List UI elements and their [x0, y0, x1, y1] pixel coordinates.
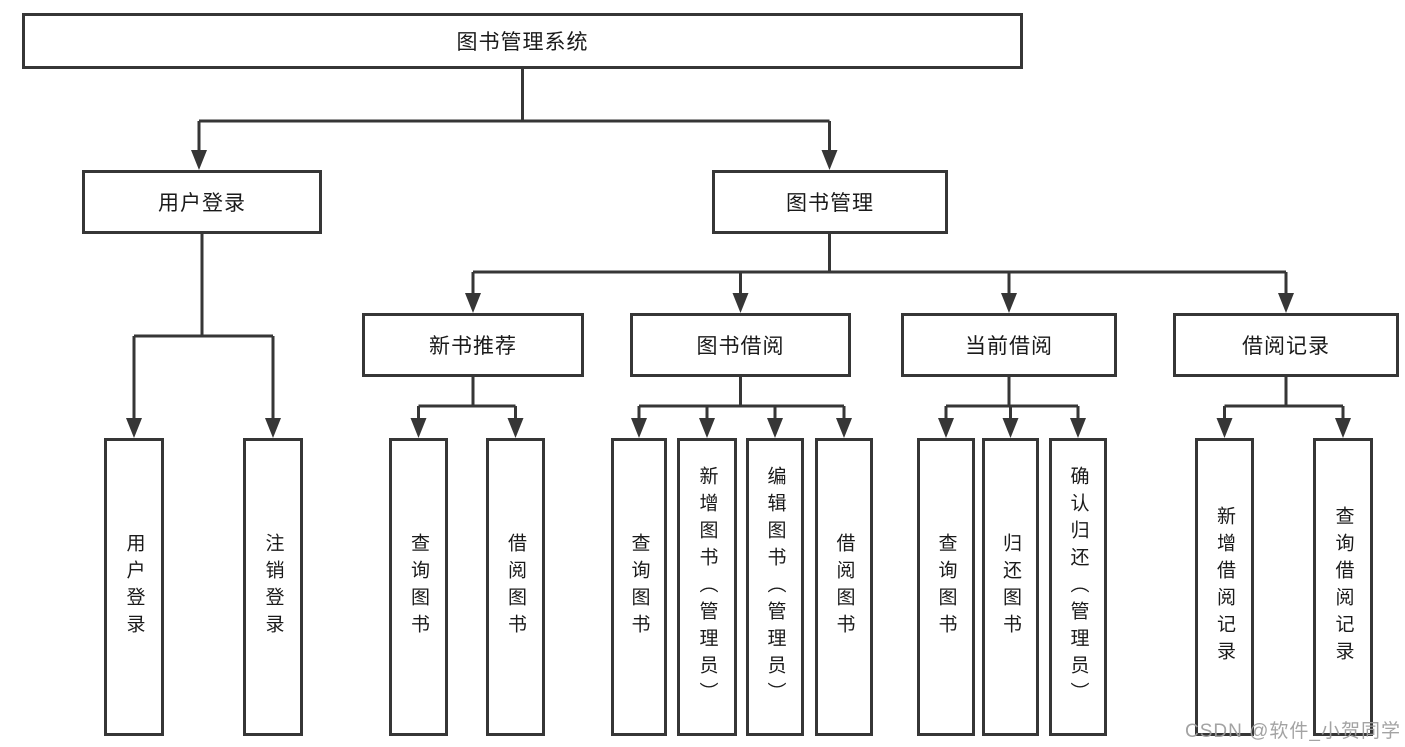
leaf-add-borrow-record: 新增借阅记录 — [1195, 438, 1254, 736]
leaf-borrow-books: 借阅图书 — [815, 438, 873, 736]
leaf-logout: 注销登录 — [243, 438, 303, 736]
leaf-add-books-admin: 新增图书（管理员） — [677, 438, 737, 736]
connector-bookmgmt-to-level3 — [471, 233, 1288, 299]
node-borrow-records: 借阅记录 — [1173, 313, 1399, 377]
leaf-query-borrow-record: 查询借阅记录 — [1313, 438, 1373, 736]
leaf-borrow-books-recommend: 借阅图书 — [486, 438, 545, 736]
arrowheads — [126, 150, 1351, 438]
connector-root-to-level2 — [197, 69, 831, 158]
connector-bookborrow-branch — [637, 377, 846, 424]
node-library-system: 图书管理系统 — [22, 13, 1023, 69]
node-current-borrow: 当前借阅 — [901, 313, 1117, 377]
node-book-management: 图书管理 — [712, 170, 948, 234]
leaf-user-login: 用户登录 — [104, 438, 164, 736]
node-book-borrow: 图书借阅 — [630, 313, 851, 377]
csdn-watermark: CSDN @软件_小贺同学 — [1185, 721, 1401, 742]
connector-currentborrow-branch — [944, 377, 1080, 424]
leaf-query-books-current: 查询图书 — [917, 438, 975, 736]
connector-records-branch — [1223, 377, 1345, 424]
connector-userlogin-branch — [132, 233, 275, 424]
connector-newbooks-branch — [417, 377, 517, 424]
leaf-edit-books-admin: 编辑图书（管理员） — [746, 438, 804, 736]
leaf-query-books-borrow: 查询图书 — [611, 438, 667, 736]
node-new-book-recommend: 新书推荐 — [362, 313, 584, 377]
leaf-confirm-return-admin: 确认归还（管理员） — [1049, 438, 1107, 736]
leaf-return-books: 归还图书 — [982, 438, 1039, 736]
leaf-query-books-recommend: 查询图书 — [389, 438, 448, 736]
node-user-login: 用户登录 — [82, 170, 322, 234]
